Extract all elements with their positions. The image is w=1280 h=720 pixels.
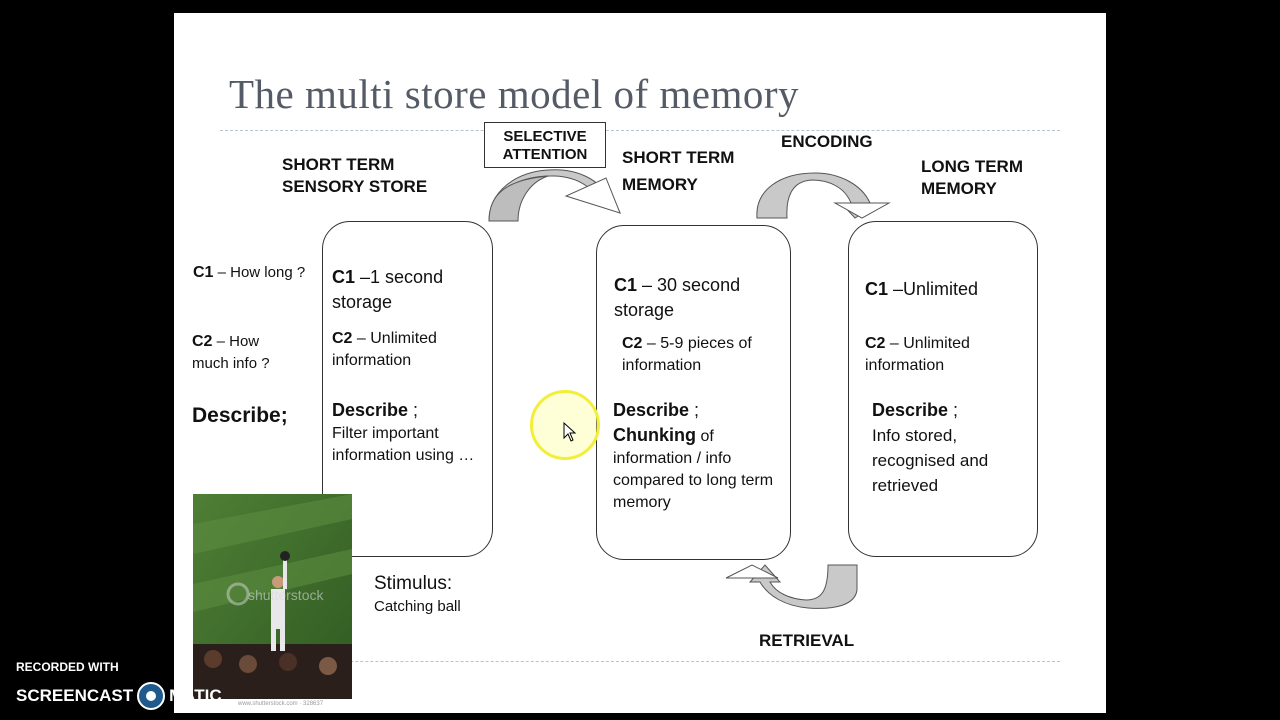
ltm-describe-label: Describe <box>872 400 949 420</box>
selective-attention-label: SELECTIVE ATTENTION <box>484 122 606 168</box>
stimulus-photo: shutterstock <box>193 494 352 699</box>
sensory-describe-suffix: ; <box>408 400 419 420</box>
mouse-pointer-icon <box>563 422 577 442</box>
recorder-brand-right: MATIC <box>169 686 222 705</box>
sensory-header-line1: SHORT TERM <box>282 155 395 174</box>
encoding-label: ENCODING <box>781 132 873 151</box>
stm-describe-text: of information / info compared to long t… <box>613 428 774 511</box>
stm-c2-text: – 5-9 pieces of information <box>622 335 752 374</box>
ltm-c1: C1 –Unlimited <box>865 277 1025 302</box>
ltm-box <box>848 221 1038 557</box>
sensory-store-header: SHORT TERM SENSORY STORE <box>282 154 427 198</box>
retrieval-arrow <box>725 564 858 609</box>
recorder-brand-left: SCREENCAST <box>16 686 134 705</box>
stm-c1-label: C1 <box>614 275 638 295</box>
photo-caption: www.shutterstock.com · 328637 <box>238 701 324 707</box>
stm-header: SHORT TERM MEMORY <box>622 144 734 198</box>
stimulus: Stimulus: Catching ball <box>374 572 461 618</box>
ltm-describe-suffix: ; <box>948 400 959 420</box>
sensory-describe-label: Describe <box>332 400 409 420</box>
stm-box <box>596 225 791 560</box>
stm-chunking-label: Chunking <box>613 425 696 445</box>
stm-header-line1: SHORT TERM <box>622 148 735 167</box>
stm-describe-label: Describe <box>613 400 690 420</box>
criterion-c2-label: C2 <box>192 333 213 350</box>
stm-describe: Describe ; Chunking of information / inf… <box>613 398 783 514</box>
ltm-header-line1: LONG TERM <box>921 157 1023 176</box>
ltm-c1-text: –Unlimited <box>888 279 979 299</box>
sensory-c2-text: – Unlimited information <box>332 330 437 369</box>
sensory-c1-text: –1 second storage <box>332 267 444 312</box>
bottom-divider <box>220 661 1060 662</box>
record-button-icon <box>137 682 166 710</box>
ltm-c1-label: C1 <box>865 279 889 299</box>
recorder-line1: RECORDED WITH <box>16 660 119 674</box>
criterion-c1: C1 – How long ? <box>193 262 318 284</box>
encoding-arrow <box>756 172 891 219</box>
ltm-c2: C2 – Unlimited information <box>865 333 1025 377</box>
photo-watermark: shutterstock <box>248 587 324 603</box>
stm-c2: C2 – 5-9 pieces of information <box>622 333 772 377</box>
stm-describe-suffix: ; <box>689 400 700 420</box>
recorder-watermark: RECORDED WITH SCREENCAST MATIC <box>16 660 222 710</box>
ltm-header-line2: MEMORY <box>921 179 997 198</box>
selective-line2: ATTENTION <box>502 146 588 163</box>
selective-line1: SELECTIVE <box>503 128 587 145</box>
stm-c1: C1 – 30 second storage <box>614 273 779 323</box>
title-divider <box>220 130 1060 131</box>
stimulus-text: Catching ball <box>374 598 461 615</box>
stm-header-line2: MEMORY <box>622 175 698 194</box>
ltm-c2-label: C2 <box>865 335 886 352</box>
ltm-header: LONG TERM MEMORY <box>921 156 1023 200</box>
stimulus-label: Stimulus: <box>374 573 453 594</box>
baseball-image <box>193 494 352 699</box>
sensory-c2-label: C2 <box>332 330 353 347</box>
retrieval-label: RETRIEVAL <box>759 631 855 650</box>
criterion-describe: Describe; <box>192 404 288 427</box>
sensory-describe: Describe ; Filter important information … <box>332 398 482 467</box>
ltm-c2-text: – Unlimited information <box>865 335 970 374</box>
stm-c1-text: – 30 second storage <box>614 275 741 320</box>
sensory-header-line2: SENSORY STORE <box>282 177 428 196</box>
ltm-describe-text: Info stored, recognised and retrieved <box>872 426 989 495</box>
criterion-c1-text: – How long ? <box>213 264 306 281</box>
sensory-c1-label: C1 <box>332 267 356 287</box>
criterion-c2-text: – How much info ? <box>192 333 270 372</box>
sensory-c1: C1 –1 second storage <box>332 265 482 315</box>
sensory-c2: C2 – Unlimited information <box>332 328 482 372</box>
criterion-c2: C2 – How much info ? <box>192 331 292 375</box>
selective-attention-arrow <box>488 169 621 222</box>
criterion-c1-label: C1 <box>193 264 214 281</box>
ltm-describe: Describe ; Info stored, recognised and r… <box>872 398 1022 498</box>
stm-c2-label: C2 <box>622 335 643 352</box>
sensory-describe-text: Filter important information using … <box>332 425 475 464</box>
slide-title: The multi store model of memory <box>229 71 800 117</box>
